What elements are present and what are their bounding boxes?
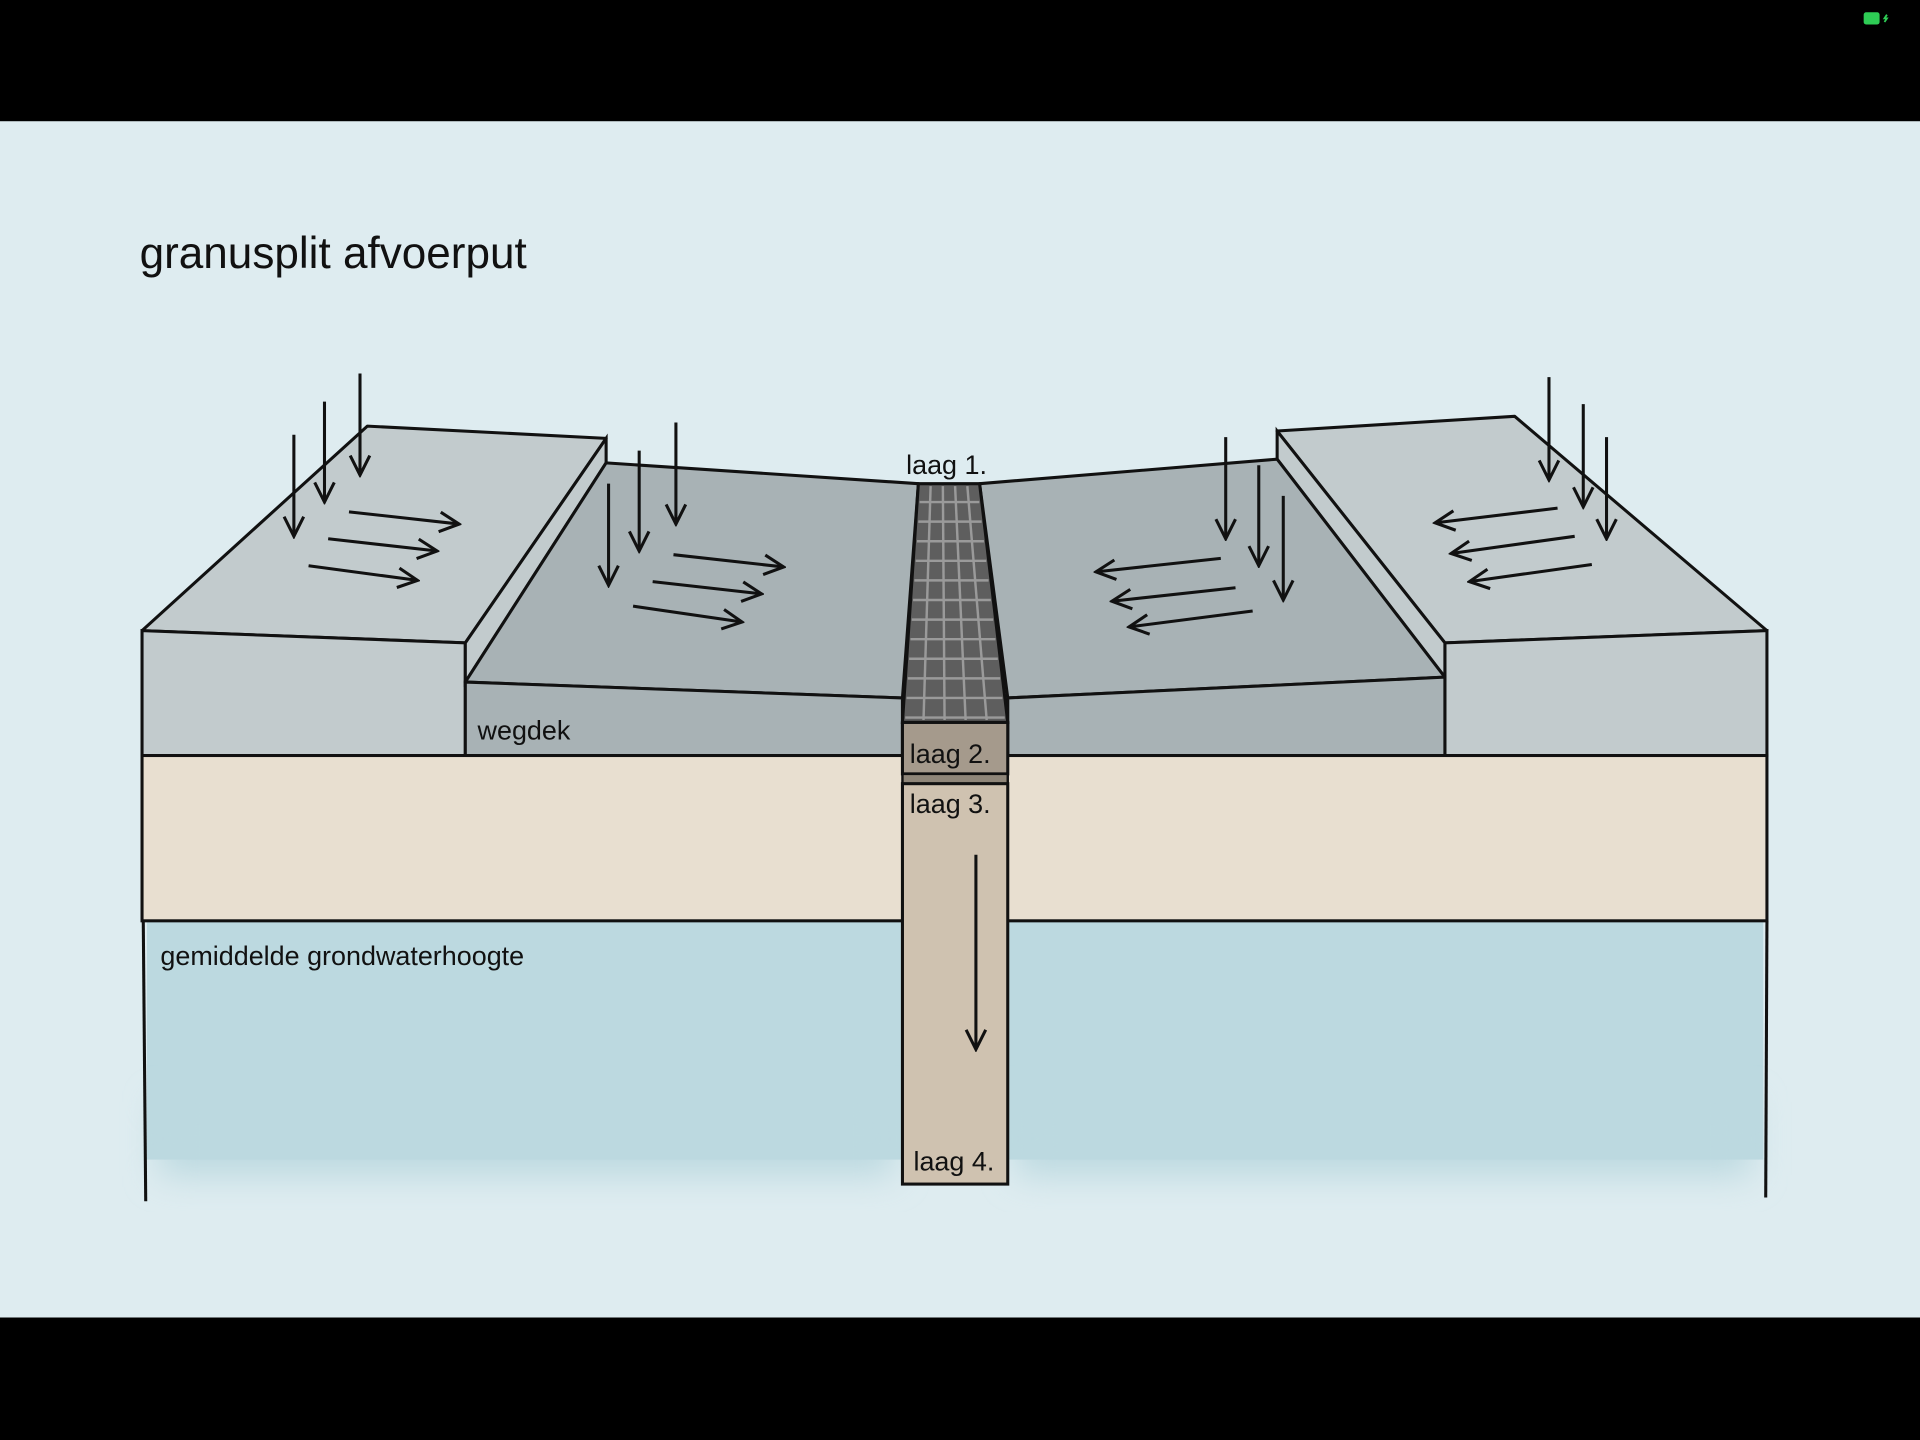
bottom-black-bar — [0, 1317, 1920, 1440]
water-flow-arrows — [294, 373, 1607, 1049]
battery-charging-icon — [1863, 12, 1889, 25]
drain-layer-3-4 — [900, 782, 1010, 1186]
right-curb-front — [1443, 629, 1769, 758]
top-black-bar — [0, 0, 1920, 122]
diagram-title: granusplit afvoerput — [140, 229, 527, 278]
flow-arrow — [327, 537, 437, 551]
label-layer-1: laag 1. — [906, 450, 987, 480]
groundwater-layer — [141, 920, 1769, 1202]
flow-arrow — [673, 553, 783, 567]
label-layer-2: laag 2. — [910, 739, 991, 769]
grate-bar — [953, 486, 967, 721]
grate-bar — [941, 486, 946, 721]
flow-arrow — [308, 564, 418, 581]
flow-arrow — [652, 580, 762, 594]
flow-arrow — [632, 604, 742, 622]
label-road: wegdek — [477, 716, 571, 746]
flow-arrow — [1112, 586, 1236, 601]
flow-arrow — [1129, 609, 1253, 627]
flow-arrow — [1435, 506, 1558, 523]
label-layer-3: laag 3. — [910, 789, 991, 819]
label-groundwater: gemiddelde grondwaterhoogte — [160, 941, 524, 971]
drain-layer-2 — [900, 720, 1010, 776]
grate-bar — [966, 486, 988, 721]
flow-arrow — [1469, 562, 1593, 581]
flow-arrow — [1451, 534, 1575, 553]
grate-bar — [922, 486, 932, 721]
grate-grid — [905, 486, 1005, 721]
label-layer-4: laag 4. — [913, 1147, 994, 1177]
flow-arrow — [1096, 556, 1221, 571]
flow-arrow — [348, 510, 459, 524]
left-curb-front — [140, 629, 467, 758]
